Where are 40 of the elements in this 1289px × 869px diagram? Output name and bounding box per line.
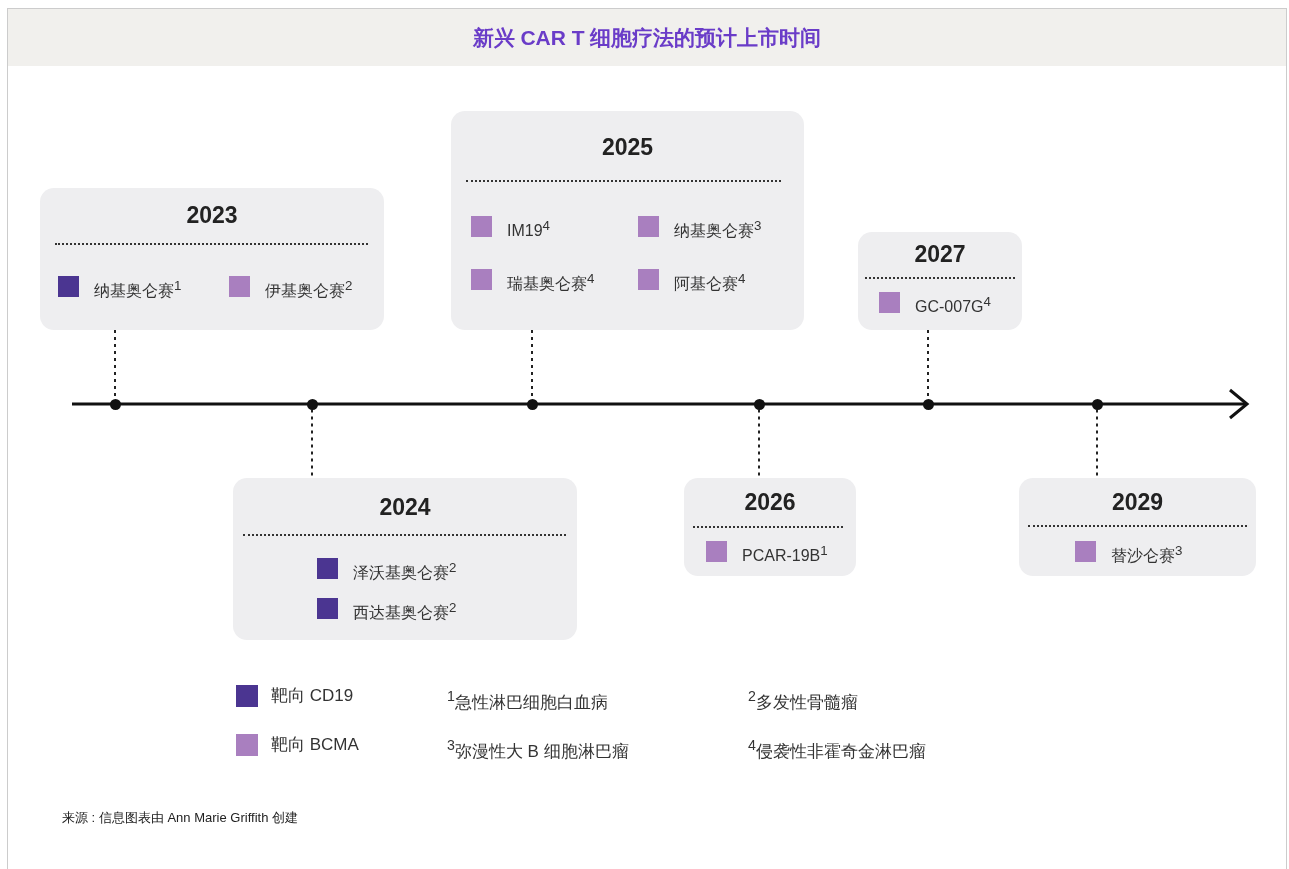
timeline-dot [753, 398, 765, 410]
year-card [233, 478, 577, 640]
drug-name: 瑞基奥仑赛$^{4}$ [507, 270, 595, 295]
title-banner: 新兴 CAR T 细胞疗法的预计上市时间 [8, 9, 1286, 66]
drug-name: 阿基仑赛$^{4}$ [674, 270, 746, 295]
legend-text: 靶向 BCMA [271, 735, 359, 755]
timeline-dot [109, 398, 121, 410]
year-heading: 2027 [913, 241, 967, 268]
year-heading: 2025 [600, 134, 655, 161]
drug-name: 纳基奥仑赛$^{1}$ [94, 277, 182, 302]
legend-text: 靶向 CD19 [271, 686, 354, 706]
timeline-dot [1091, 398, 1103, 410]
drug-name: 纳基奥仑赛$^{3}$ [674, 217, 762, 242]
footnote: $^{4}$侵袭性非霍奇金淋巴瘤 [748, 736, 926, 762]
footnote: $^{3}$弥漫性大 B 细胞淋巴瘤 [447, 736, 629, 762]
year-heading: 2029 [1110, 489, 1165, 516]
year-card [451, 111, 804, 330]
drug-name: IM19$^{4}$ [507, 217, 550, 242]
timeline-dot [922, 398, 934, 410]
connector-line [311, 408, 313, 479]
footnote: $^{1}$急性淋巴细胞白血病 [447, 687, 608, 713]
year-card [684, 478, 856, 576]
drug-name: 泽沃基奥仑赛$^{2}$ [353, 559, 457, 584]
connector-line [1096, 408, 1098, 479]
timeline-dot [526, 398, 538, 410]
drug-name: 伊基奥仑赛$^{2}$ [265, 277, 353, 302]
drug-name: 西达基奥仑赛$^{2}$ [353, 599, 457, 624]
drug-name: PCAR-19B$^{1}$ [742, 542, 828, 567]
connector-line [758, 408, 760, 479]
source-note: 来源 : 信息图表由 Ann Marie Griffith 创建 [62, 809, 298, 827]
drug-name: GC-007G$^{4}$ [915, 293, 991, 318]
footnote: $^{2}$多发性骨髓瘤 [748, 687, 858, 713]
year-card [858, 232, 1022, 330]
year-heading: 2026 [743, 489, 797, 516]
timeline-dot [306, 398, 318, 410]
year-card [1019, 478, 1256, 576]
year-heading: 2023 [185, 202, 239, 229]
drug-name: 替沙仑赛$^{3}$ [1111, 542, 1183, 567]
year-card [40, 188, 384, 330]
year-heading: 2024 [378, 494, 432, 521]
